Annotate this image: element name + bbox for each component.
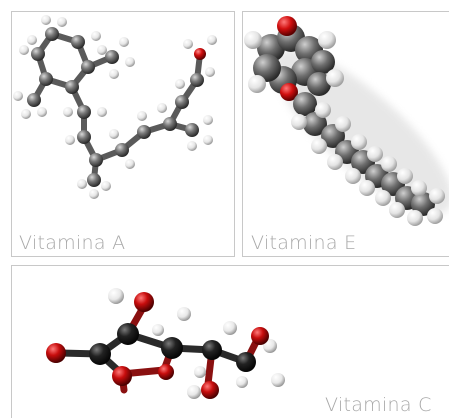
vitamin-c-label: Vitamina C bbox=[325, 394, 432, 416]
vitamin-c-card[interactable]: Vitamina C bbox=[11, 265, 449, 418]
vitamin-e-molecule-image bbox=[244, 16, 449, 226]
vitamin-a-molecule-image bbox=[13, 15, 217, 199]
vitamin-a-card[interactable]: Vitamina A bbox=[11, 11, 235, 257]
vitamin-a-label: Vitamina A bbox=[19, 232, 126, 254]
vitamin-e-label: Vitamina E bbox=[251, 232, 357, 254]
vitamin-c-molecule-image bbox=[46, 288, 285, 399]
vitamin-e-card[interactable]: Vitamina E bbox=[242, 11, 449, 257]
